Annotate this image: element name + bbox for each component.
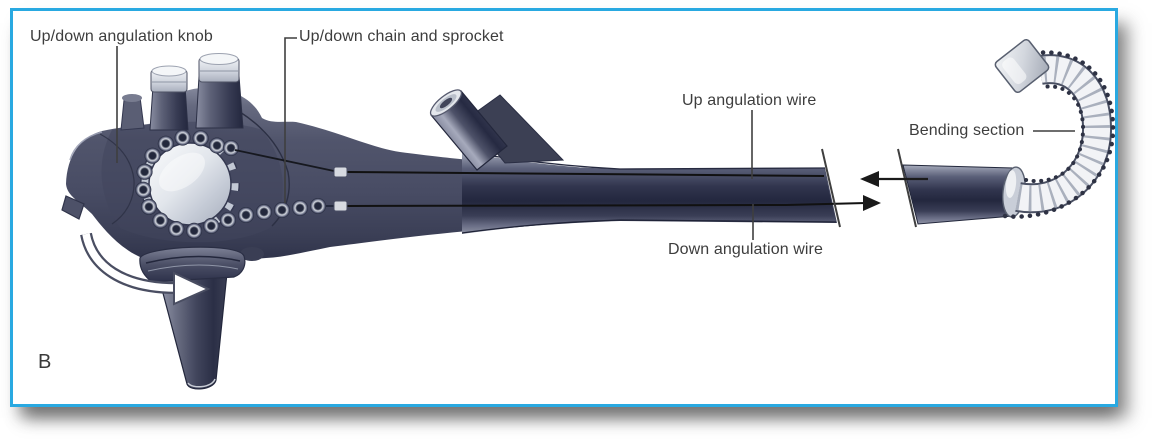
label-angulation-knob: Up/down angulation knob [30, 28, 213, 45]
label-up-wire: Up angulation wire [682, 92, 817, 109]
label-down-wire: Down angulation wire [668, 241, 823, 258]
label-bending-section: Bending section [909, 122, 1025, 139]
figure-frame [10, 8, 1118, 407]
panel-letter: B [38, 351, 52, 373]
label-chain-sprocket: Up/down chain and sprocket [299, 28, 504, 45]
